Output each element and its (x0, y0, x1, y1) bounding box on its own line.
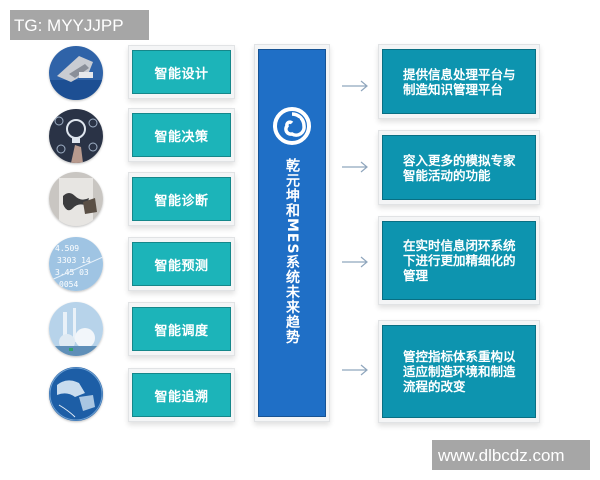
center-title-box: 乾元坤和MES系统未来趋势 (254, 44, 330, 422)
left-box-smart-scheduling: 智能调度 (128, 302, 235, 356)
left-box-label: 智能决策 (132, 113, 231, 157)
left-box-smart-decision: 智能决策 (128, 108, 235, 162)
right-box-info-platform: 提供信息处理平台与制造知识管理平台 (378, 44, 540, 119)
right-box-expert-simulation: 容入更多的模拟专家智能活动的功能 (378, 130, 540, 205)
left-box-label: 智能设计 (132, 50, 231, 94)
center-title: 乾元坤和MES系统未来趋势 (284, 158, 300, 345)
svg-text:0054: 0054 (59, 280, 78, 289)
watermark-top: TG: MYYJJPP (10, 10, 149, 40)
photo-industrial-plant (49, 302, 103, 356)
left-box-label: 智能预测 (132, 242, 231, 286)
left-box-smart-diagnosis: 智能诊断 (128, 172, 235, 226)
photo-lightbulb-hand (49, 109, 103, 163)
photo-world-map-person (49, 172, 103, 226)
arrow-right-icon (342, 256, 368, 268)
left-box-label: 智能调度 (132, 307, 231, 351)
right-box-text: 在实时信息闭环系统下进行更加精细化的管理 (382, 221, 536, 300)
photo-robot-arm (49, 46, 103, 100)
photo-stock-numbers: 4.509 3303 14 3.45 03 0054 (49, 237, 103, 291)
right-box-kpi-restructure: 管控指标体系重构以适应制造环境和制造流程的改变 (378, 320, 540, 423)
photo-globe-network (49, 367, 103, 421)
right-box-closed-loop: 在实时信息闭环系统下进行更加精细化的管理 (378, 216, 540, 305)
svg-text:3.45 03: 3.45 03 (55, 268, 89, 277)
svg-text:3303 14: 3303 14 (57, 256, 91, 265)
right-box-text: 管控指标体系重构以适应制造环境和制造流程的改变 (382, 325, 536, 418)
arrow-right-icon (342, 364, 368, 376)
right-box-text: 容入更多的模拟专家智能活动的功能 (382, 135, 536, 200)
svg-text:4.509: 4.509 (55, 244, 79, 253)
left-box-smart-prediction: 智能预测 (128, 237, 235, 291)
right-box-text: 提供信息处理平台与制造知识管理平台 (382, 49, 536, 114)
left-box-smart-traceability: 智能追溯 (128, 368, 235, 422)
left-box-smart-design: 智能设计 (128, 45, 235, 99)
arrow-right-icon (342, 80, 368, 92)
arrow-right-icon (342, 161, 368, 173)
watermark-bottom: www.dlbcdz.com (432, 440, 590, 470)
left-box-label: 智能追溯 (132, 373, 231, 417)
left-box-label: 智能诊断 (132, 177, 231, 221)
swirl-logo-icon (273, 107, 311, 145)
